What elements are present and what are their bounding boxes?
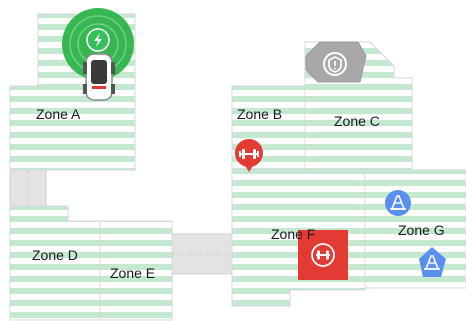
dumbbell-marker-icon[interactable] bbox=[234, 139, 263, 172]
zone-e-area[interactable] bbox=[99, 220, 173, 321]
dumbbell-area-icon[interactable] bbox=[298, 230, 348, 280]
zone-b-label: Zone B bbox=[237, 106, 283, 122]
zone-c-label: Zone C bbox=[334, 113, 380, 129]
no-go-zone-icon bbox=[323, 52, 347, 76]
path-corridor-e-f bbox=[169, 233, 233, 275]
zone-g-label: Zone G bbox=[398, 222, 445, 238]
path-corridor-ad bbox=[9, 169, 47, 207]
zone-a-label: Zone A bbox=[36, 106, 81, 122]
zone-f-label: Zone F bbox=[271, 226, 316, 242]
traffic-cone-icon[interactable] bbox=[385, 190, 411, 216]
zone-d-area[interactable] bbox=[9, 205, 101, 321]
robot-mower-icon[interactable] bbox=[83, 53, 115, 101]
charging-dock-icon bbox=[86, 28, 110, 52]
zone-e-label: Zone E bbox=[110, 265, 156, 281]
traffic-cone-area-icon[interactable] bbox=[419, 247, 446, 277]
no-go-zone[interactable] bbox=[305, 41, 367, 83]
zone-d-label: Zone D bbox=[32, 247, 78, 263]
